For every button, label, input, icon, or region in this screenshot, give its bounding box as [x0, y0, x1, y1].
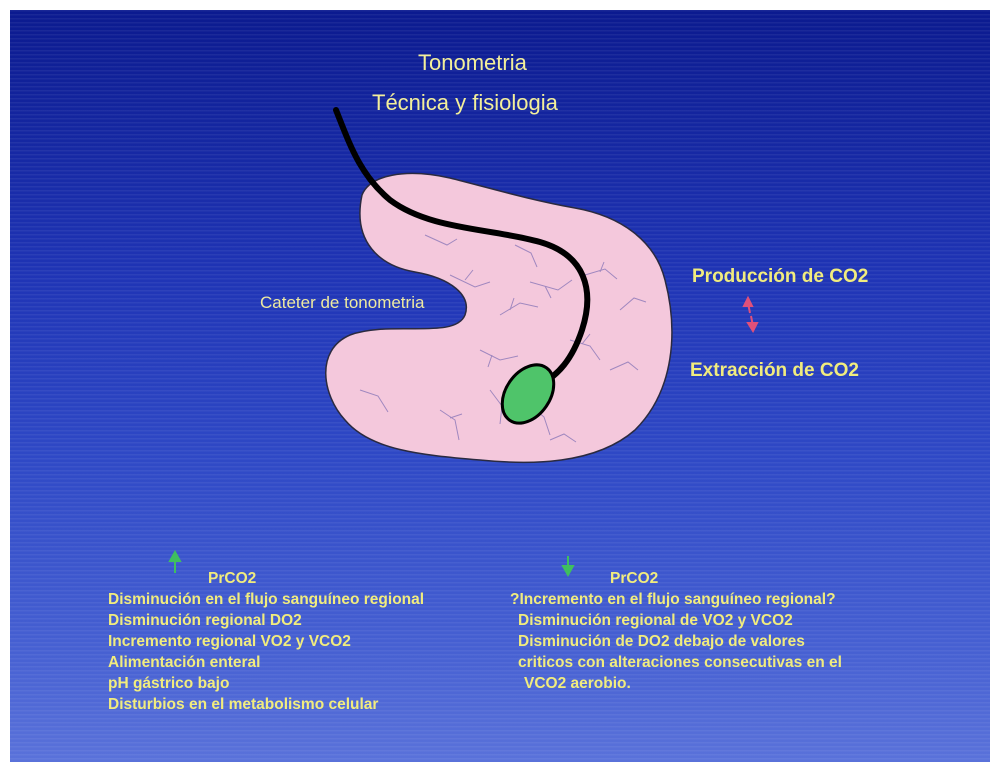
left-item: pH gástrico bajo — [108, 673, 424, 694]
left-item: Incremento regional VO2 y VCO2 — [108, 631, 424, 652]
co2-extraction-label: Extracción de CO2 — [690, 360, 859, 382]
left-item: Disminución en el flujo sanguíneo region… — [108, 589, 424, 610]
left-item: Disturbios en el metabolismo celular — [108, 694, 424, 715]
right-item: Disminución regional de VO2 y VCO2 — [510, 610, 842, 631]
right-column: PrCO2 ?Incremento en el flujo sanguíneo … — [510, 568, 842, 694]
right-item: Disminución de DO2 debajo de valores — [510, 631, 842, 652]
slide-background: Tonometria Técnica y fisiologia — [10, 10, 990, 762]
right-heading: PrCO2 — [510, 568, 842, 589]
left-item: Disminución regional DO2 — [108, 610, 424, 631]
left-column: PrCO2 Disminución en el flujo sanguíneo … — [108, 568, 424, 715]
catheter-label: Cateter de tonometria — [260, 293, 424, 313]
left-heading: PrCO2 — [108, 568, 424, 589]
stomach-shape — [326, 173, 672, 462]
up-down-arrows-icon — [744, 298, 757, 331]
right-item: criticos con alteraciones consecutivas e… — [510, 652, 842, 673]
right-item: ?Incremento en el flujo sanguíneo region… — [510, 589, 842, 610]
left-item: Alimentación enteral — [108, 652, 424, 673]
co2-production-label: Producción de CO2 — [692, 266, 868, 288]
right-item: VCO2 aerobio. — [510, 673, 842, 694]
